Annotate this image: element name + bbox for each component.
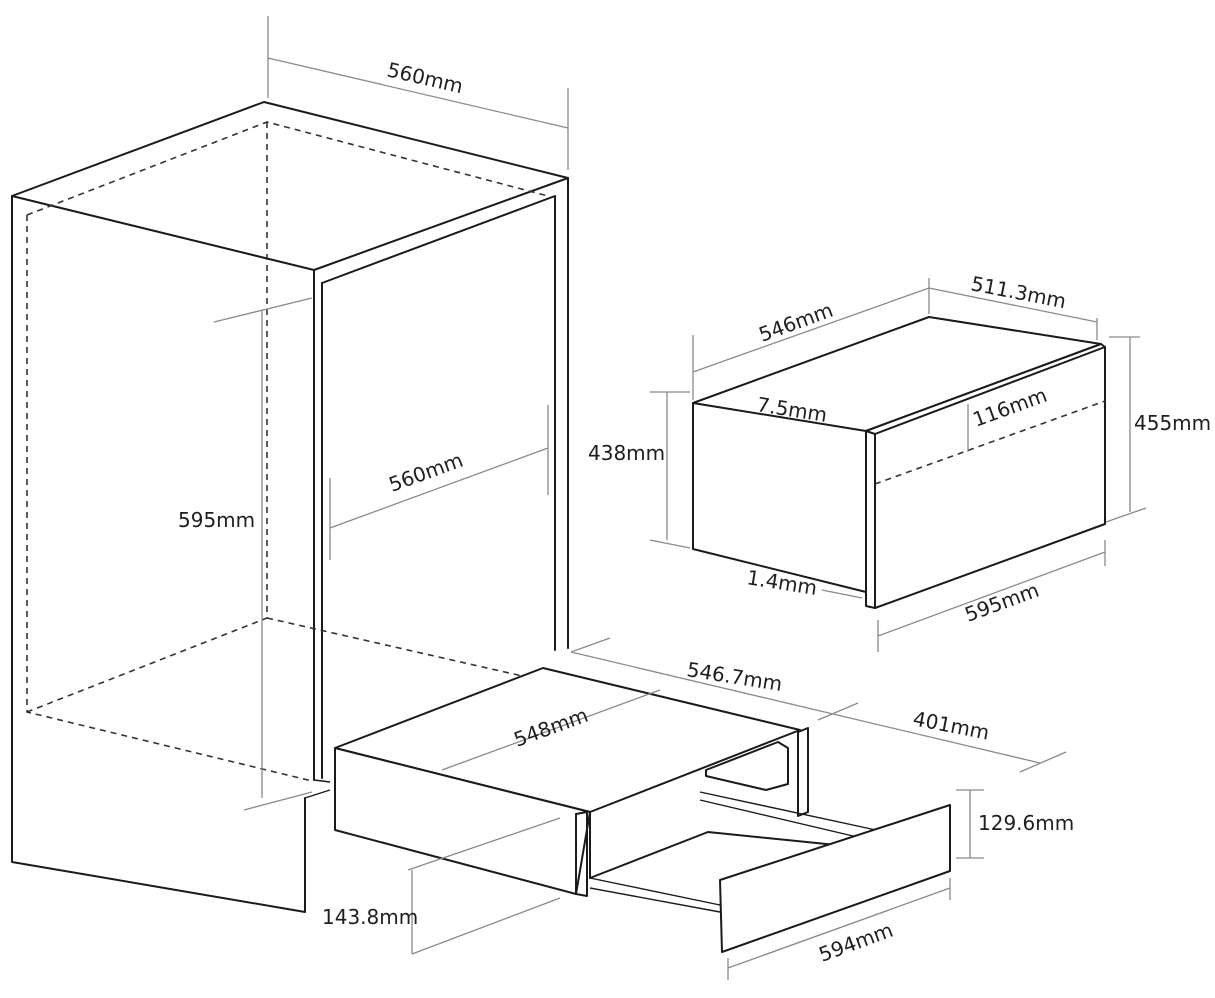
oven-body-width-dim-line: [928, 287, 1098, 340]
cabinet-hidden-top: [26, 121, 549, 216]
cabinet-top: [11, 101, 569, 271]
cabinet-height-label: 595mm: [178, 508, 255, 532]
drawer-body-height-label: 143.8mm: [322, 905, 418, 929]
oven-gap-label: 1.4mm: [745, 565, 819, 600]
drawer-open-dim-end: [1019, 751, 1067, 773]
drawer-front-height-label: 129.6mm: [978, 811, 1074, 835]
oven-depth-label: 546mm: [756, 298, 837, 347]
oven-depth-dim-line: [692, 278, 930, 400]
oven-width-dim-line: [877, 540, 1106, 652]
oven-height-label: 455mm: [1134, 411, 1211, 435]
cabinet-base-lip: [304, 779, 331, 799]
drawer-body-front-edge: [575, 811, 588, 897]
oven-front-panel: [865, 343, 1106, 609]
cabinet-height-dim-line: [213, 297, 313, 811]
cabinet-width-dim-line: [329, 405, 549, 560]
oven-body-height-label: 438mm: [588, 441, 665, 465]
drawer-inner-width-dim-line: [441, 689, 661, 771]
cabinet-width-label: 560mm: [386, 448, 467, 497]
oven: [649, 278, 1147, 652]
oven-side: [692, 402, 867, 593]
oven-hidden-line: [874, 400, 1106, 485]
drawer-rails: [589, 791, 877, 913]
drawer-open-label: 401mm: [911, 706, 991, 744]
warming-drawer: [334, 637, 1067, 980]
cabinet-hidden-back: [26, 122, 268, 713]
cabinet-hidden-floor: [266, 617, 541, 681]
drawer-front-panel: [719, 804, 951, 953]
drawer-back-block: [705, 741, 789, 791]
drawer-body-height-dim-line: [407, 817, 561, 955]
oven-gap-dim-line: [821, 589, 863, 599]
oven-width-label: 595mm: [962, 578, 1043, 627]
drawer-front-height-dim-line: [956, 789, 984, 859]
oven-height-dim-line: [1105, 336, 1147, 523]
drawer-front-width-label: 594mm: [816, 918, 897, 967]
oven-body-height-dim-line: [649, 391, 691, 549]
drawer-depth-dim-line: [570, 637, 1041, 764]
cabinet: [11, 16, 569, 913]
oven-frame-depth-label: 7.5mm: [755, 392, 829, 427]
oven-body-width-label: 511.3mm: [969, 271, 1068, 313]
oven-front-top-edge: [874, 346, 1106, 435]
cabinet-depth-label: 560mm: [385, 57, 466, 98]
drawer-back-post: [797, 727, 809, 817]
cabinet-depth-dim-line: [267, 16, 569, 170]
cabinet-left-side: [11, 195, 306, 913]
drawer-front-width-dim-line: [727, 878, 951, 980]
cabinet-opening-frame: [321, 195, 556, 651]
